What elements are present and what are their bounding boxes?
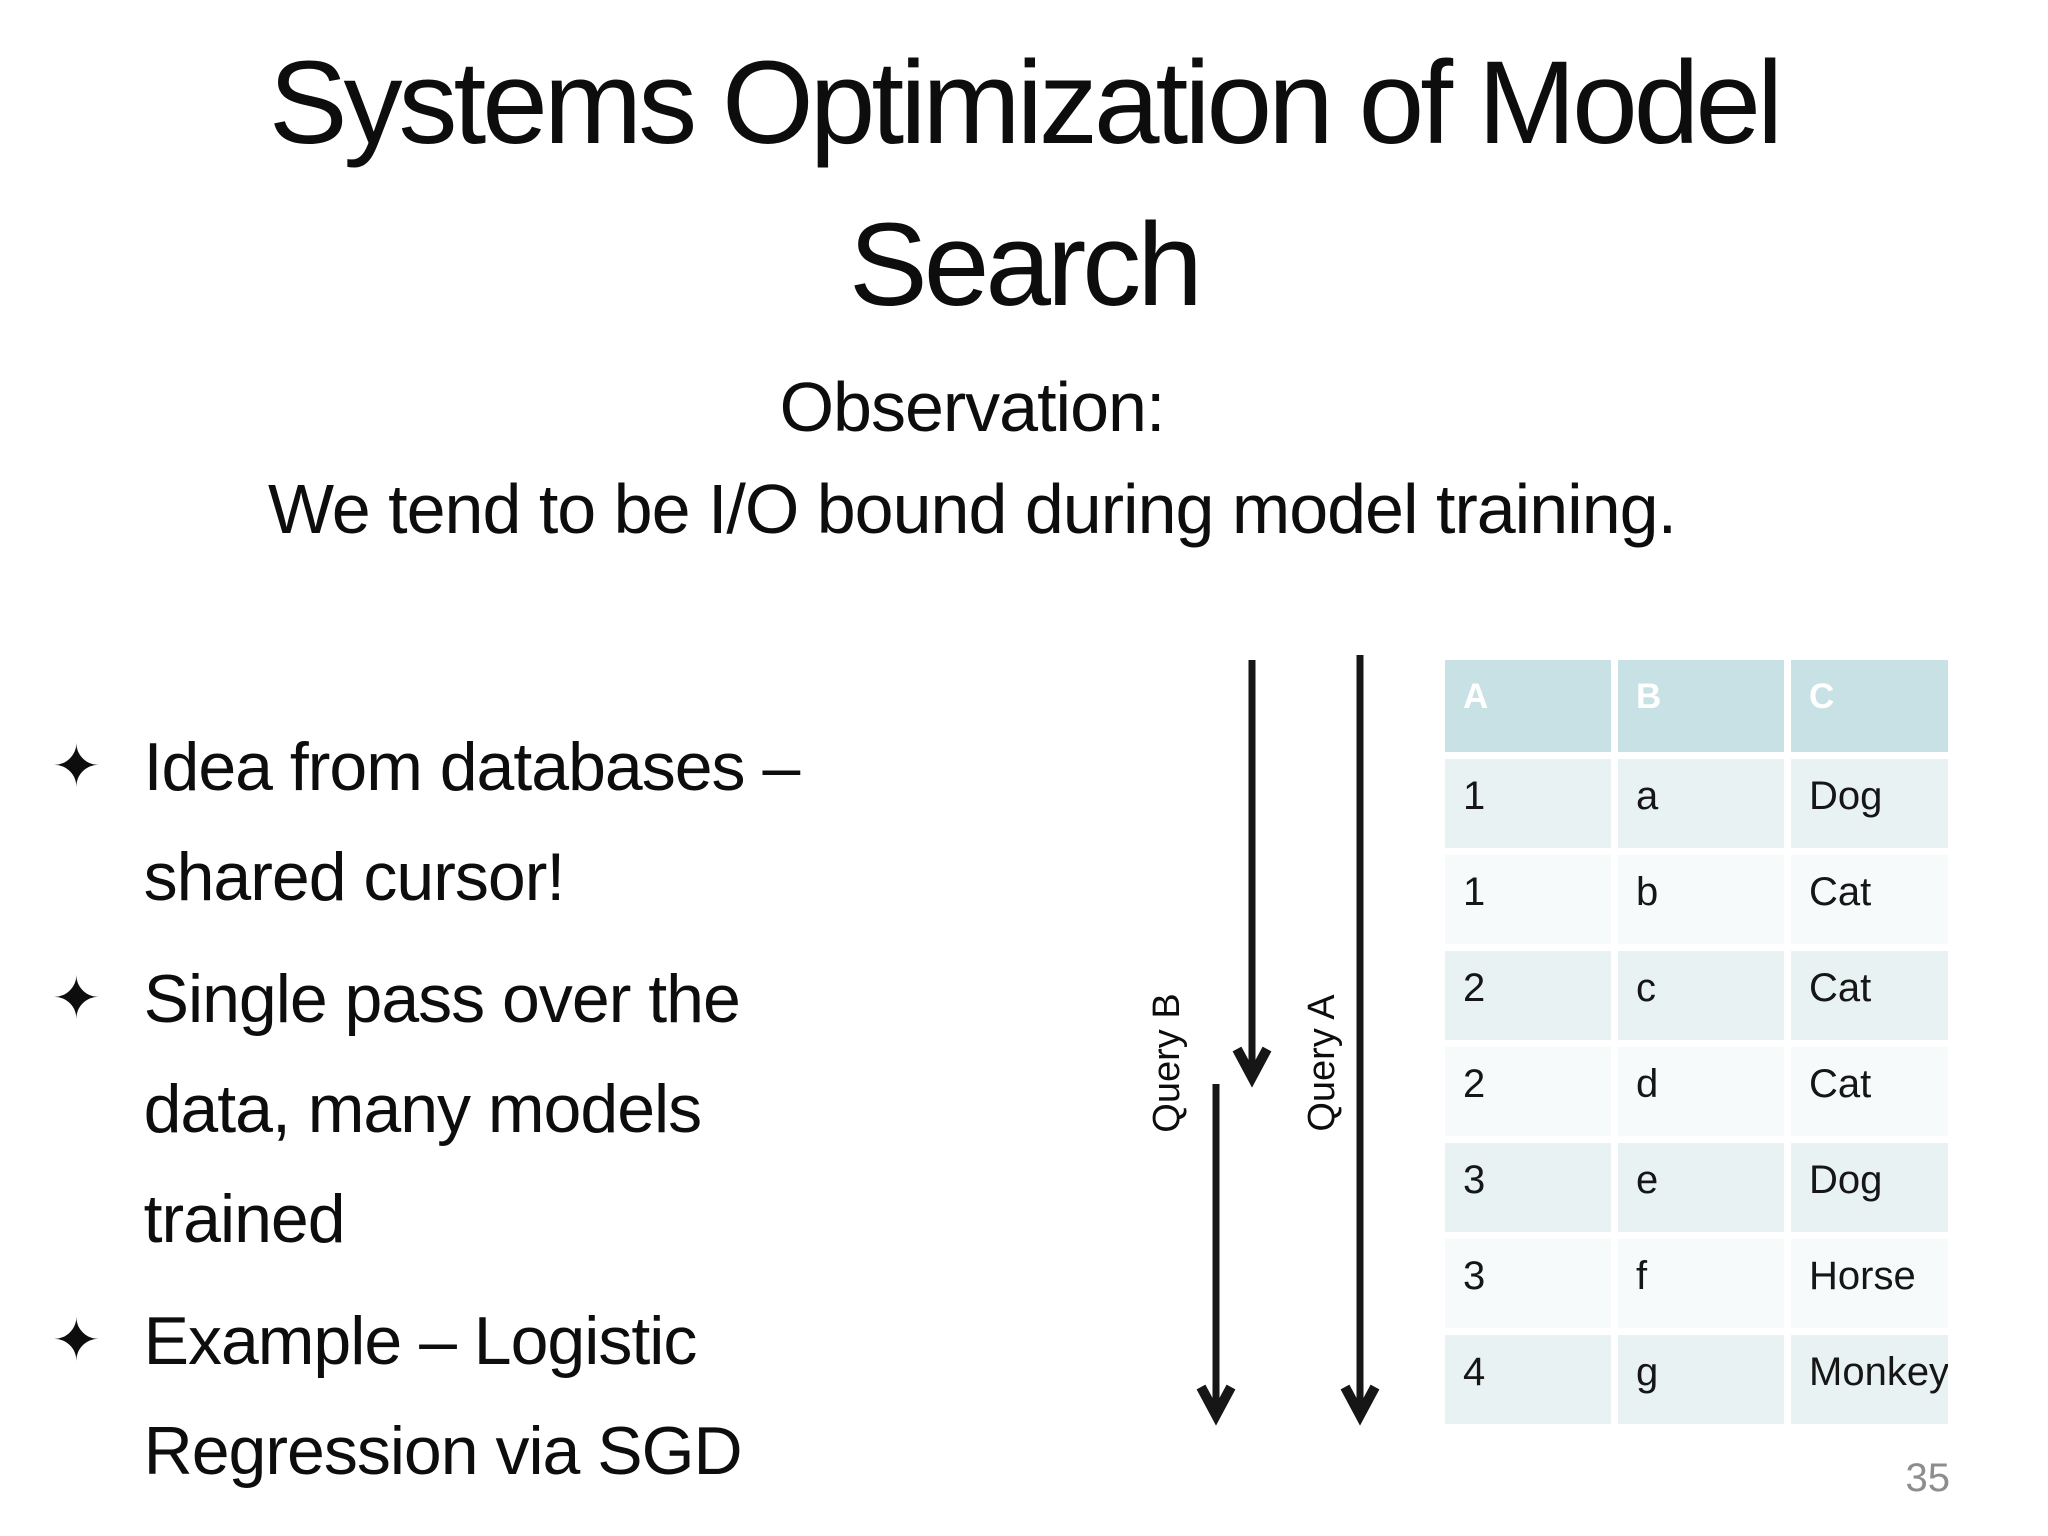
table-cell: Dog bbox=[1791, 1143, 1948, 1232]
query-b-label: Query B bbox=[1146, 993, 1188, 1133]
table-cell: 3 bbox=[1445, 1239, 1611, 1328]
table-cell: d bbox=[1618, 1047, 1784, 1136]
table-cell: c bbox=[1618, 951, 1784, 1040]
table-cell: 2 bbox=[1445, 1047, 1611, 1136]
bullet-list: ✦ Idea from databases – shared cursor! ✦… bbox=[52, 712, 992, 1518]
query-a-arrow-head bbox=[1340, 1384, 1380, 1426]
table-cell: g bbox=[1618, 1335, 1784, 1424]
bullet-text: Idea from databases – shared cursor! bbox=[143, 729, 801, 915]
observation-text: Observation: We tend to be I/O bound dur… bbox=[267, 368, 1677, 548]
star-bullet-icon: ✦ bbox=[52, 1308, 101, 1373]
bullet-item: ✦ Idea from databases – shared cursor! bbox=[52, 712, 992, 932]
table-cell: Dog bbox=[1791, 759, 1948, 848]
table-cell: b bbox=[1618, 855, 1784, 944]
table-cell: Horse bbox=[1791, 1239, 1948, 1328]
table-cell: Cat bbox=[1791, 951, 1948, 1040]
table-header-cell: A bbox=[1445, 660, 1611, 752]
query-a-label: Query A bbox=[1301, 994, 1343, 1132]
table-cell: Monkey bbox=[1791, 1335, 1948, 1424]
data-table: A B C 1 a Dog 1 b Cat 2 c Cat 2 d Cat 3 … bbox=[1445, 660, 1948, 1424]
page-number: 35 bbox=[1905, 1456, 1951, 1500]
table-cell: Cat bbox=[1791, 1047, 1948, 1136]
bullet-item: ✦ Single pass over the data, many models… bbox=[52, 944, 992, 1274]
table-cell: Cat bbox=[1791, 855, 1948, 944]
table-cell: e bbox=[1618, 1143, 1784, 1232]
query-arrows-diagram bbox=[1196, 655, 1380, 1426]
table-cell: 3 bbox=[1445, 1143, 1611, 1232]
slide-title: Systems Optimization of Model Search bbox=[268, 37, 1783, 331]
star-bullet-icon: ✦ bbox=[52, 966, 101, 1031]
table-cell: f bbox=[1618, 1239, 1784, 1328]
bullet-item: ✦ Example – Logistic Regression via SGD bbox=[52, 1286, 992, 1506]
table-cell: 1 bbox=[1445, 759, 1611, 848]
bullet-text: Single pass over the data, many models t… bbox=[143, 961, 741, 1257]
bullet-text: Example – Logistic Regression via SGD bbox=[143, 1303, 743, 1489]
table-cell: 4 bbox=[1445, 1335, 1611, 1424]
table-header-cell: C bbox=[1791, 660, 1948, 752]
table-cell: a bbox=[1618, 759, 1784, 848]
table-header-cell: B bbox=[1618, 660, 1784, 752]
query-b-arrow-bottom-head bbox=[1196, 1384, 1236, 1426]
query-b-arrow-top-head bbox=[1232, 1046, 1272, 1088]
table-cell: 2 bbox=[1445, 951, 1611, 1040]
table-cell: 1 bbox=[1445, 855, 1611, 944]
star-bullet-icon: ✦ bbox=[52, 734, 101, 799]
